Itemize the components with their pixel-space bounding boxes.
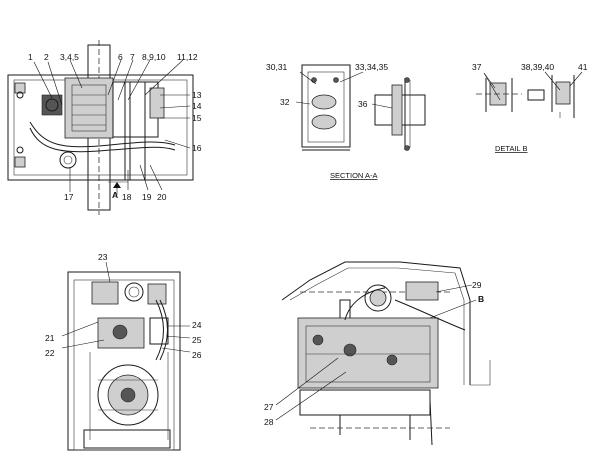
callout-41: 41: [578, 62, 588, 72]
section-leaders: [295, 71, 393, 109]
callout-29: 29: [472, 280, 482, 290]
callout-33-34-35: 33,34,35: [355, 62, 388, 72]
callout-25: 25: [192, 335, 202, 345]
callout-b: B: [478, 294, 484, 304]
callout-26: 26: [192, 350, 202, 360]
callout-15: 15: [192, 113, 202, 123]
callout-24: 24: [192, 320, 202, 330]
top-plan-leaders: [33, 59, 191, 192]
callout-27: 27: [264, 402, 274, 412]
callout-32: 32: [280, 97, 290, 107]
side-view: [281, 261, 491, 446]
callout-30-31: 30,31: [266, 62, 288, 72]
callout-21: 21: [45, 333, 55, 343]
callout-38-39-40: 38,39,40: [521, 62, 554, 72]
section-caption: SECTION A-A: [330, 171, 378, 180]
callout-28: 28: [264, 417, 274, 427]
callout-22: 22: [45, 348, 55, 358]
callout-14: 14: [192, 101, 202, 111]
callout-20: 20: [157, 192, 167, 202]
callout-17: 17: [64, 192, 74, 202]
callout-23: 23: [98, 252, 108, 262]
callout-19: 19: [142, 192, 152, 202]
callout-16: 16: [192, 143, 202, 153]
callout-7: 7: [130, 52, 135, 62]
callout-8-9-10: 8,9,10: [142, 52, 166, 62]
callout-2: 2: [44, 52, 49, 62]
detail-leaders: [483, 71, 583, 101]
detail-caption: DETAIL B: [495, 144, 528, 153]
callout-36: 36: [358, 99, 368, 109]
callout-13: 13: [192, 90, 202, 100]
callout-37: 37: [472, 62, 482, 72]
top-plan-view: [7, 40, 194, 215]
side-leaders: [275, 284, 477, 421]
front-view: [67, 271, 181, 451]
section-a-a-view: [301, 64, 426, 151]
callout-18: 18: [122, 192, 132, 202]
detail-b-view: [476, 75, 575, 118]
callout-6: 6: [118, 52, 123, 62]
callout-1: 1: [28, 52, 33, 62]
callout-11-12: 11,12: [177, 52, 198, 62]
callout-a: A: [112, 190, 118, 200]
callout-3-4-5: 3,4,5: [60, 52, 79, 62]
front-leaders: [61, 261, 191, 353]
